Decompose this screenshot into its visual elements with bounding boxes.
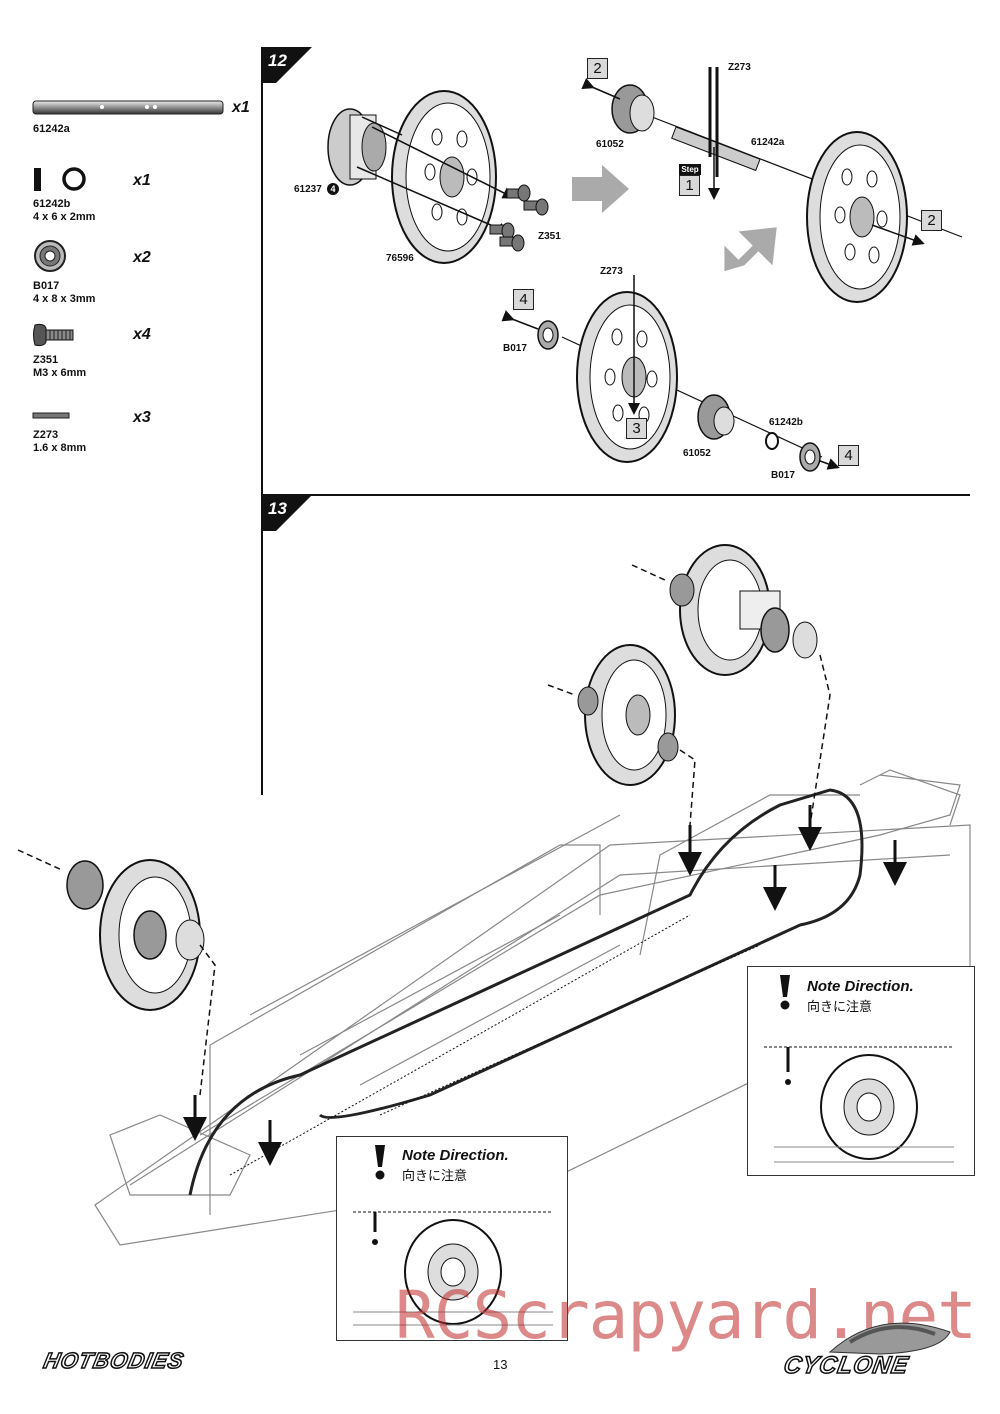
note-detail-illustration	[764, 1046, 954, 1163]
cyclone-car-emblem	[828, 1322, 951, 1355]
cyclone-logo: CYCLONE	[781, 1351, 912, 1380]
note-detail-illustration	[353, 1211, 553, 1326]
label-61237: 61237	[294, 184, 322, 195]
step-number: 12	[268, 51, 287, 70]
part-code: B017	[33, 280, 60, 292]
label-61052: 61052	[683, 448, 711, 459]
note-direction-right: Note Direction. 向きに注意	[747, 966, 975, 1176]
shaft-assembly-bottom	[501, 275, 840, 472]
step-12-diagram	[327, 67, 963, 472]
label-z273: Z273	[728, 62, 751, 73]
label-b017: B017	[771, 470, 795, 481]
step-number: 13	[268, 499, 287, 518]
pulley-upper	[631, 544, 818, 676]
hub-61237	[327, 108, 387, 186]
part-qty: x1	[133, 172, 151, 189]
part-qty: x2	[133, 249, 151, 266]
arrow-down-left-icon	[724, 227, 777, 272]
screw-icon	[33, 323, 74, 347]
hotbodies-logo: HOTBODIES	[41, 1347, 188, 1374]
note-jp: 向きに注意	[402, 1168, 468, 1183]
label-b017: B017	[503, 343, 527, 354]
screw-set	[489, 184, 549, 252]
step-13-diagram	[17, 544, 971, 1246]
note-direction-center: Note Direction. 向きに注意	[336, 1136, 568, 1341]
part-size: M3 x 6mm	[33, 367, 87, 379]
part-qty: x3	[133, 409, 151, 426]
shim-icon	[34, 167, 86, 191]
arrow-right-icon	[572, 165, 629, 213]
note-title: Note Direction.	[807, 978, 914, 995]
shaft-61242a-icon	[32, 100, 224, 115]
part-qty: x4	[133, 326, 151, 343]
step-tag: Step	[679, 164, 701, 175]
warning-exclamation-icon	[375, 1145, 385, 1180]
step-box: 4	[513, 289, 534, 310]
part-code: 61242b	[33, 198, 71, 210]
part-size: 4 x 8 x 3mm	[33, 293, 96, 305]
shaft-assembly-top	[581, 67, 963, 303]
step-box: 3	[626, 418, 647, 439]
label-z351: Z351	[538, 231, 561, 242]
step-13-badge: 13	[262, 495, 312, 531]
label-61242a: 61242a	[751, 137, 785, 148]
note-title: Note Direction.	[402, 1147, 509, 1164]
part-size: 1.6 x 8mm	[33, 442, 87, 454]
part-code: 61242a	[33, 123, 70, 135]
drive-belt-teeth	[229, 914, 761, 1176]
chassis	[94, 769, 971, 1246]
pulley-middle	[547, 644, 679, 786]
step-box: 2	[921, 210, 942, 231]
pin-icon	[32, 412, 70, 419]
step-12-badge: 12	[262, 47, 312, 83]
label-61242b: 61242b	[769, 417, 803, 428]
bearing-icon	[34, 240, 66, 272]
step-box: 4	[838, 445, 859, 466]
part-size: 4 x 6 x 2mm	[33, 211, 96, 223]
note-jp: 向きに注意	[807, 999, 873, 1014]
drive-belt	[188, 788, 864, 1196]
label-61052: 61052	[596, 139, 624, 150]
part-qty: x1	[232, 99, 250, 116]
step-box: 2	[587, 58, 608, 79]
label-76596: 76596	[386, 253, 414, 264]
step-box: 1	[679, 175, 700, 196]
gear-76596	[391, 90, 497, 264]
part-code: Z351	[33, 354, 59, 366]
part-code: Z273	[33, 429, 59, 441]
page-number: 13	[493, 1357, 508, 1372]
label-z273: Z273	[600, 266, 623, 277]
circled-number-badge: 4	[327, 183, 339, 195]
pulley-left	[17, 849, 205, 1011]
warning-exclamation-icon	[780, 975, 790, 1010]
